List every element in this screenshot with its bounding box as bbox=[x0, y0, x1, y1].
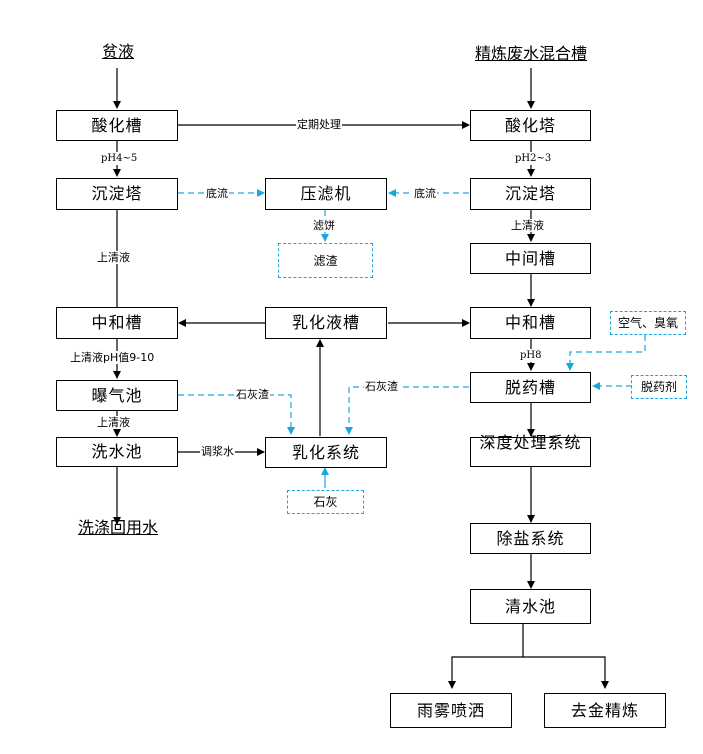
node-acidification-tower: 酸化塔 bbox=[470, 110, 591, 141]
label-ph-8: pH8 bbox=[519, 349, 543, 362]
node-lime: 石灰 bbox=[287, 490, 364, 514]
node-gold-refining: 去金精炼 bbox=[544, 693, 666, 728]
label-lime-residue-left: 石灰渣 bbox=[235, 388, 270, 401]
label-supernatant-ph: 上清液pH值9-10 bbox=[69, 351, 156, 364]
label-supernatant-right: 上清液 bbox=[510, 219, 545, 232]
label-filter-cake: 滤饼 bbox=[312, 219, 336, 232]
label-slurry-water: 调浆水 bbox=[200, 445, 235, 458]
node-neutralization-tank-right: 中和槽 bbox=[470, 307, 591, 339]
node-emulsion-tank: 乳化液槽 bbox=[265, 307, 387, 339]
edge-air-to-strip bbox=[566, 335, 646, 371]
node-deep-treatment-system: 深度处理系统 bbox=[470, 433, 591, 467]
label-supernatant-aeration: 上清液 bbox=[96, 416, 131, 429]
edge-clear-split bbox=[448, 624, 524, 689]
label-lime-residue-right: 石灰渣 bbox=[364, 380, 399, 393]
node-filter-press: 压滤机 bbox=[265, 178, 387, 210]
node-clear-water-pool: 清水池 bbox=[470, 589, 591, 624]
node-desalination-system: 除盐系统 bbox=[470, 523, 591, 554]
node-air-ozone: 空气、臭氧 bbox=[610, 311, 686, 335]
label-periodic-treatment: 定期处理 bbox=[296, 118, 342, 131]
label-ph-4-5: pH4~5 bbox=[100, 152, 139, 165]
source-poor-liquid: 贫液 bbox=[101, 42, 134, 61]
node-washing-pool: 洗水池 bbox=[56, 437, 178, 467]
node-aeration-pool: 曝气池 bbox=[56, 380, 178, 411]
node-neutralization-tank-left: 中和槽 bbox=[56, 307, 178, 339]
node-intermediate-tank: 中间槽 bbox=[470, 243, 591, 274]
edge-strip-to-system bbox=[345, 386, 469, 435]
node-filter-residue: 滤渣 bbox=[278, 243, 373, 278]
edge-aeration-to-system bbox=[178, 394, 295, 435]
node-stripping-tank: 脱药槽 bbox=[470, 372, 591, 403]
deep-treatment-label: 深度处理系统 bbox=[479, 433, 582, 452]
label-ph-2-3: pH2~3 bbox=[514, 152, 553, 165]
output-washing-reuse-water: 洗涤回用水 bbox=[78, 518, 159, 537]
label-underflow-right: 底流 bbox=[413, 187, 437, 200]
edge-clear-to-gold bbox=[523, 656, 609, 689]
node-acidification-tank: 酸化槽 bbox=[56, 110, 178, 141]
source-refining-wastewater: 精炼废水混合槽 bbox=[474, 44, 587, 63]
node-sedimentation-tower-left: 沉淀塔 bbox=[56, 178, 178, 210]
node-emulsification-system: 乳化系统 bbox=[265, 437, 387, 468]
label-underflow-left: 底流 bbox=[205, 187, 229, 200]
label-supernatant-left: 上清液 bbox=[96, 251, 131, 264]
node-stripping-agent: 脱药剂 bbox=[631, 375, 687, 399]
node-mist-spray: 雨雾喷洒 bbox=[390, 693, 512, 728]
node-sedimentation-tower-right: 沉淀塔 bbox=[470, 178, 591, 210]
